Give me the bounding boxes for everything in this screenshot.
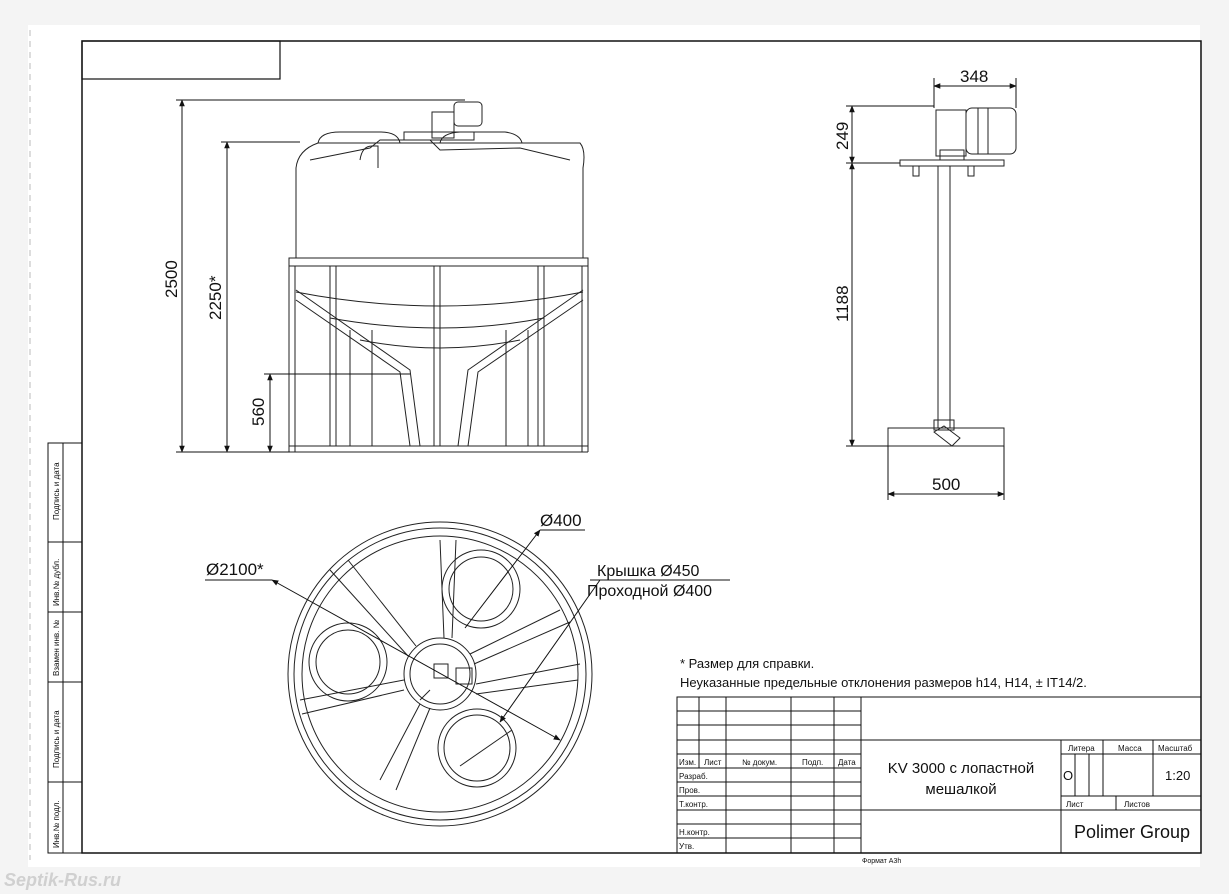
tb-role-razrab: Разраб. (679, 772, 708, 781)
agitator-side-view (887, 107, 1017, 447)
front-view (288, 101, 589, 453)
front-dimension-lines (176, 99, 465, 453)
tb-role-prov: Пров. (679, 786, 700, 795)
tb-role-nkontr: Н.контр. (679, 828, 710, 837)
side-stamp-podpis-2: Подпись и дата (52, 710, 61, 768)
side-stamp (47, 442, 83, 854)
tb-header-doc: № докум. (742, 758, 777, 767)
dim-tank-height: 2250* (206, 275, 225, 320)
side-dimension-lines (846, 78, 1017, 500)
tb-massa-label: Масса (1118, 744, 1142, 753)
title-block (676, 696, 1202, 854)
side-stamp-vzam-inv: Взамен инв. № (52, 619, 61, 676)
tb-list-label: Лист (1066, 800, 1084, 809)
dim-motor-height: 249 (833, 122, 852, 150)
dim-shaft-length: 1188 (833, 285, 852, 322)
tb-company: Polimer Group (1074, 822, 1190, 842)
dim-blade-width: 500 (932, 475, 960, 494)
note-tolerances: Неуказанные предельные отклонения размер… (680, 675, 1087, 690)
tb-header-sign: Подп. (802, 758, 823, 767)
tb-format: Формат А3h (862, 858, 901, 865)
pass-label: Проходной Ø400 (587, 583, 712, 600)
tb-header-list: Лист (704, 758, 722, 767)
dim-motor-width: 348 (960, 67, 988, 86)
side-stamp-podpis-1: Подпись и дата (52, 462, 61, 520)
top-left-stamp-box (81, 40, 281, 80)
tb-header-date: Дата (838, 758, 856, 767)
dim-plan-diameter: Ø2100* (206, 560, 264, 579)
tb-header-izm: Изм. (679, 758, 696, 767)
tb-title-line2: мешалкой (925, 781, 996, 798)
tb-masshtab-label: Масштаб (1158, 744, 1193, 753)
tb-role-tkontr: Т.контр. (679, 800, 708, 809)
paper (28, 25, 1200, 867)
tb-listov-label: Листов (1124, 800, 1150, 809)
dim-total-height: 2500 (162, 260, 181, 298)
note-reference-size: * Размер для справки. (680, 656, 814, 671)
tb-litera-value: О (1063, 768, 1073, 783)
tb-role-utv: Утв. (679, 842, 694, 851)
watermark: Septik-Rus.ru (4, 870, 121, 890)
lid-label: Крышка Ø450 (597, 563, 699, 580)
tb-litera-label: Литера (1068, 744, 1095, 753)
dim-hatch-small: Ø400 (540, 511, 582, 530)
plan-dimension-lines (205, 529, 730, 741)
side-stamp-inv-dubl: Инв.№ дубл. (52, 559, 61, 606)
tb-scale-value: 1:20 (1165, 768, 1190, 783)
side-stamp-inv-podl: Инв.№ подл. (52, 800, 61, 848)
tb-title-line1: KV 3000 с лопастной (888, 760, 1034, 777)
dim-frame-height: 560 (249, 398, 268, 426)
